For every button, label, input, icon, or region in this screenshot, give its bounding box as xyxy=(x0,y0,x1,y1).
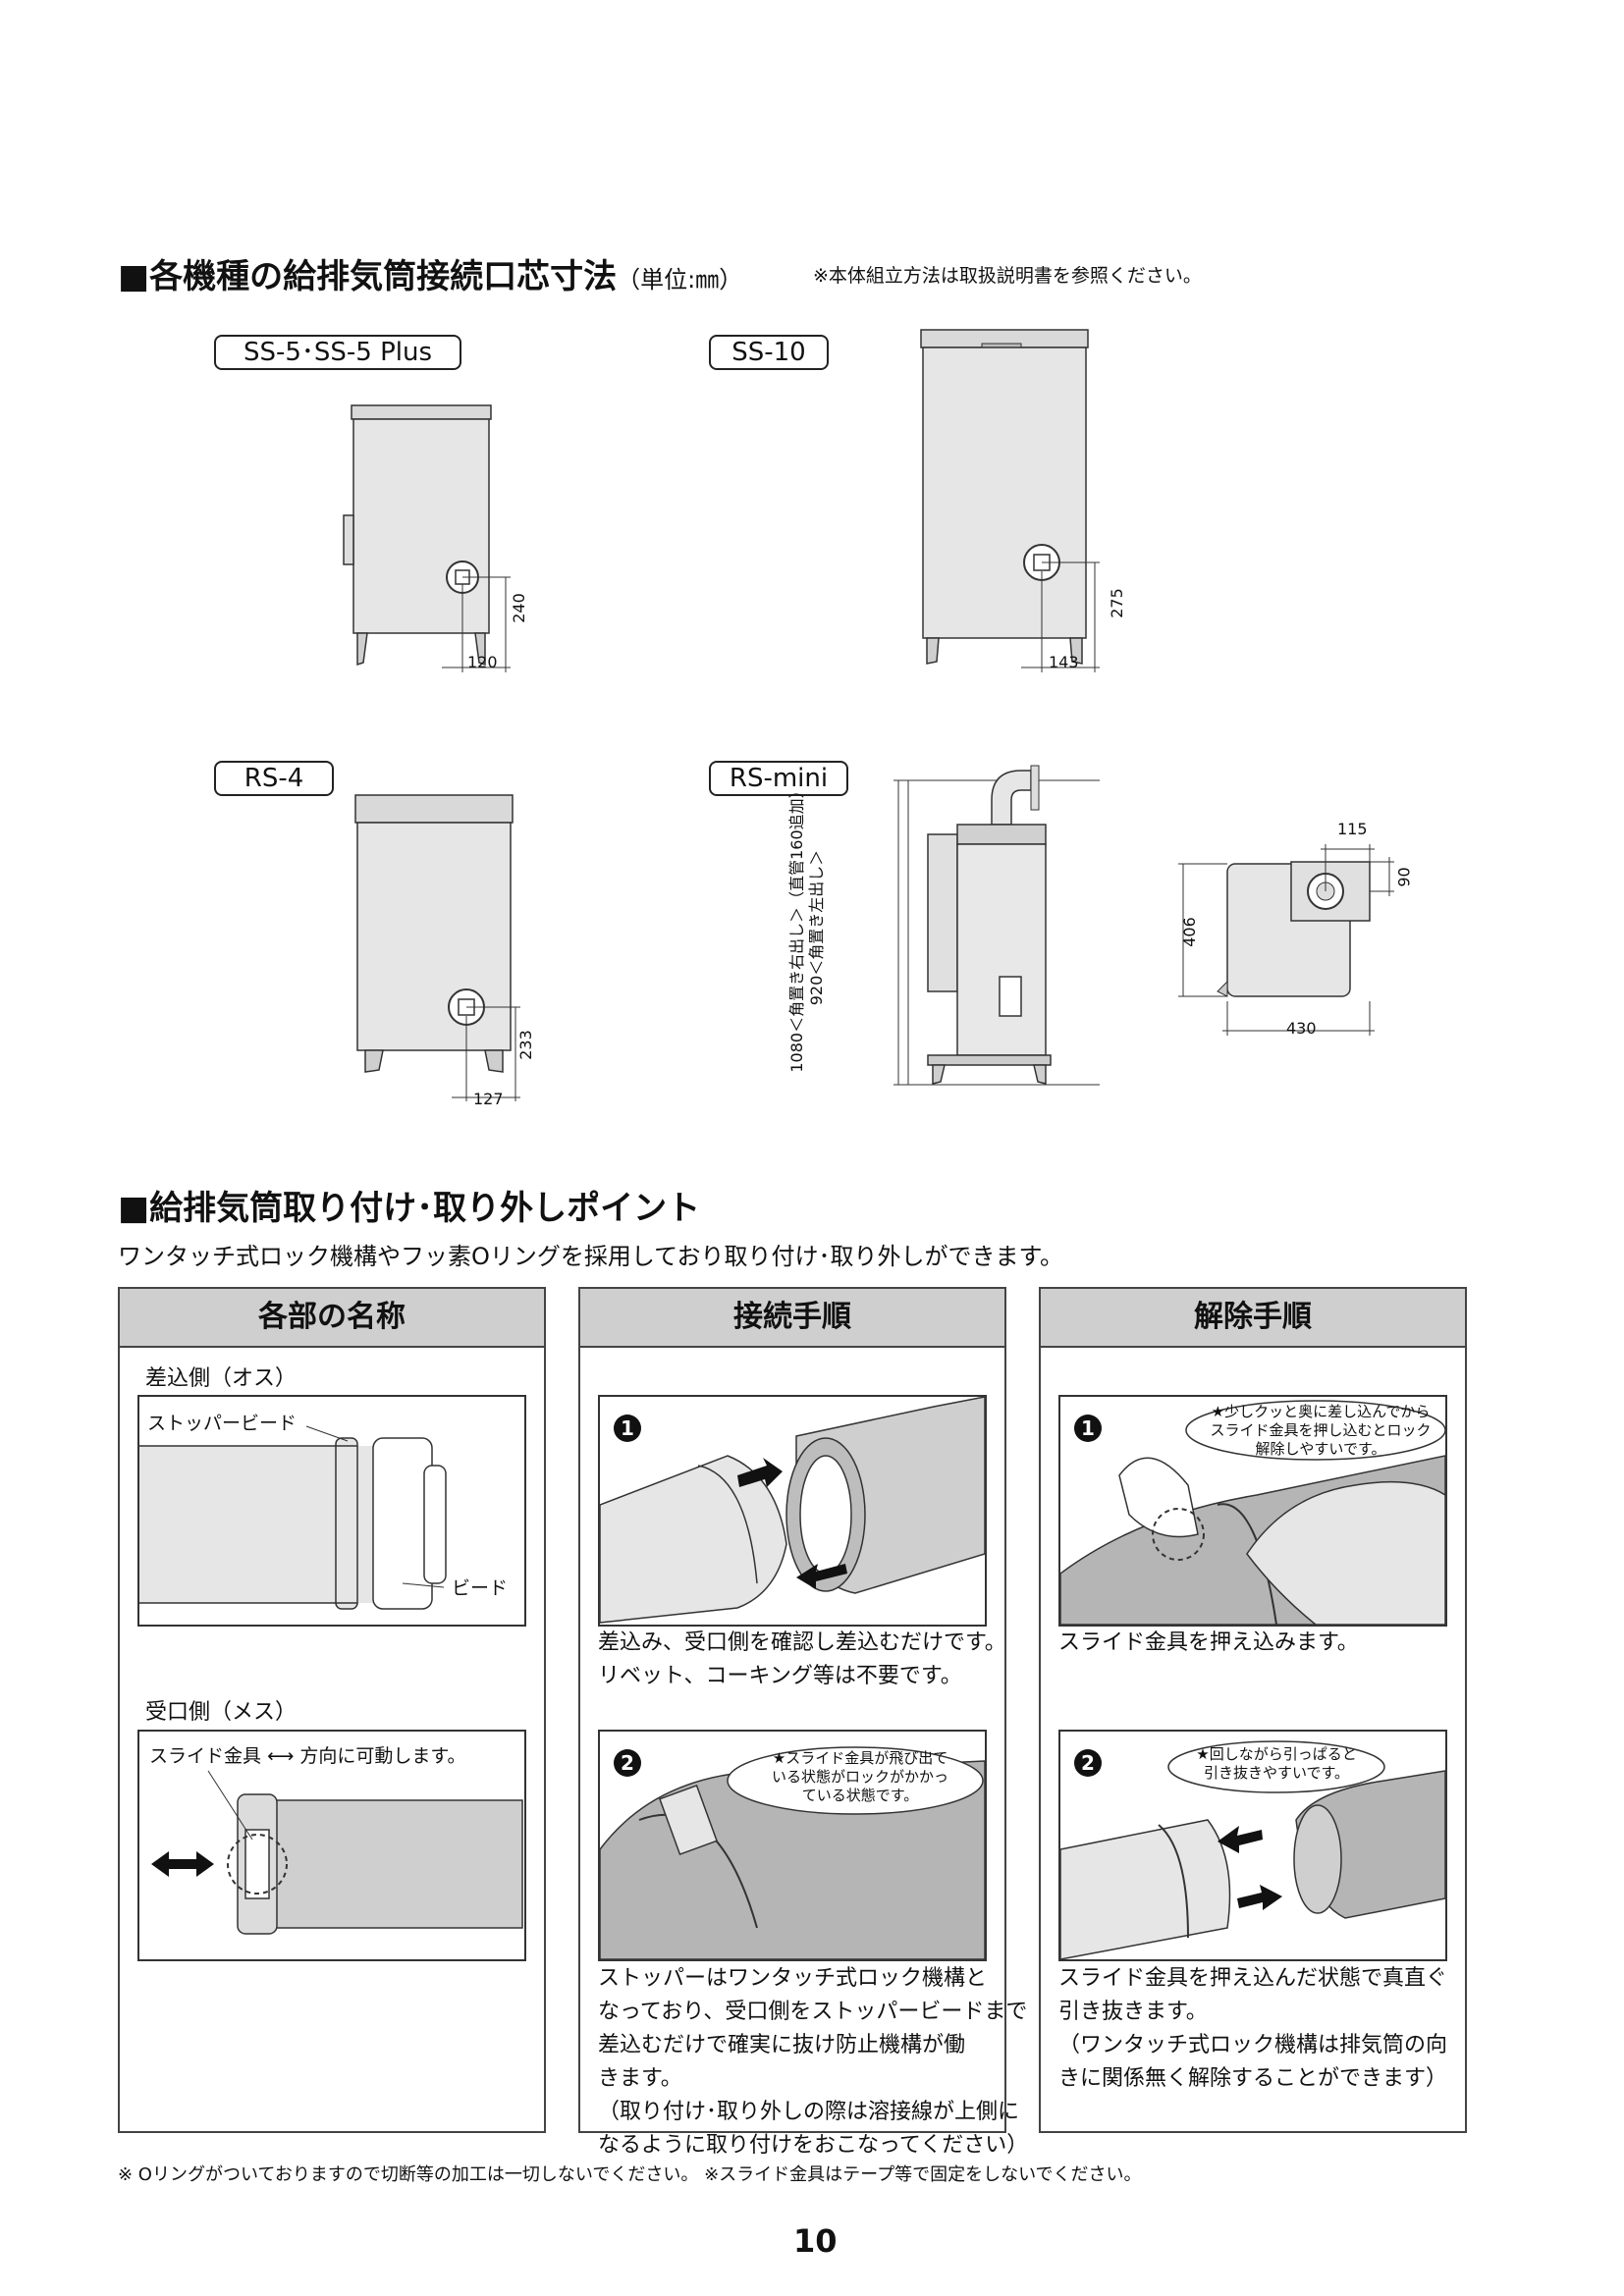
section2-intro: ワンタッチ式ロック機構やフッ素Oリングを採用しており取り付け･取り外しができます… xyxy=(118,1243,1064,1270)
connect-step2-illustration: 2 ★スライド金具が飛び出て いる状態がロックがかかっ ている状態です。 xyxy=(598,1730,987,1961)
section1-title: ■各機種の給排気筒接続口芯寸法（単位:㎜） xyxy=(118,257,743,296)
female-side-label: 受口側（メス） xyxy=(145,1700,298,1725)
connect-step1-illustration: 1 xyxy=(598,1395,987,1627)
panel-connect-header: 接続手順 xyxy=(580,1289,1004,1348)
panel-part-names-header: 各部の名称 xyxy=(120,1289,544,1348)
rsmini-dim-406: 406 xyxy=(1179,917,1199,947)
ss5-dim-height: 240 xyxy=(509,593,528,623)
release-step2-caption: スライド金具を押え込んだ状態で真直ぐ 引き抜きます。 （ワンタッチ式ロック機構は… xyxy=(1058,1966,1448,2091)
connect-step2-number: 2 xyxy=(614,1749,641,1777)
rs4-dim-height: 233 xyxy=(515,1030,535,1060)
panel-release-header: 解除手順 xyxy=(1041,1289,1465,1348)
connect-step2-caption: ストッパーはワンタッチ式ロック機構と なっており、受口側をストッパービードまで … xyxy=(598,1966,1029,2158)
slide-fitting-note: スライド金具 ⟷ 方向に可動します。 xyxy=(149,1745,466,1767)
section2-title: ■給排気筒取り付け･取り外しポイント xyxy=(118,1189,701,1228)
rsmini-side-drawing xyxy=(893,765,1100,1086)
rs4-drawing xyxy=(354,794,520,1101)
male-pipe-illustration: ストッパービード ビード xyxy=(137,1395,526,1627)
rsmini-dim-115: 115 xyxy=(1337,820,1368,838)
bead-label: ビード xyxy=(452,1577,509,1599)
rsmini-top-drawing xyxy=(1178,844,1394,1036)
rsmini-dim-90: 90 xyxy=(1394,867,1414,887)
male-side-label: 差込側（オス） xyxy=(145,1366,298,1391)
section1-note: ※本体組立方法は取扱説明書を参照ください。 xyxy=(813,265,1202,287)
female-pipe-illustration: スライド金具 ⟷ 方向に可動します。 xyxy=(137,1730,526,1961)
ss10-drawing xyxy=(920,329,1100,672)
ss10-dim-width: 143 xyxy=(1049,653,1079,671)
panel-connect: 接続手順 1 差込み、受口側を確認し差込むだけです。 リベット、コーキング等は不… xyxy=(578,1287,1028,2158)
model-label-rsmini: RS-mini xyxy=(709,761,848,796)
footnote: ※ Oリングがついておりますので切断等の加工は一切しないでください。 ※スライド… xyxy=(118,2164,1142,2185)
panel-release: 解除手順 1 ★少しクッと奥に差し込んでから スライド金具を押し込むとロック 解… xyxy=(1039,1287,1467,2133)
release-step1-number: 1 xyxy=(1074,1415,1102,1442)
model-label-ss10: SS-10 xyxy=(709,335,829,370)
release-step2-bubble: ★回しながら引っぱると 引き抜きやすいです。 xyxy=(1196,1745,1357,1782)
connect-step2-bubble: ★スライド金具が飛び出て いる状態がロックがかかっ ている状態です。 xyxy=(771,1749,948,1804)
release-step1-bubble: ★少しクッと奥に差し込んでから スライド金具を押し込むとロック 解除しやすいです… xyxy=(1210,1403,1432,1458)
double-arrow-icon: ⟷ xyxy=(267,1745,295,1767)
ss5-drawing xyxy=(343,404,511,672)
panel-part-names: 各部の名称 差込側（オス） ストッパービード ビード 受口側（メス） スライド金… xyxy=(118,1287,546,2133)
connect-step1-caption: 差込み、受口側を確認し差込むだけです。 リベット、コーキング等は不要です。 xyxy=(598,1630,1006,1688)
page-number: 10 xyxy=(793,2222,838,2260)
release-step2-number: 2 xyxy=(1074,1749,1102,1777)
connect-step1-number: 1 xyxy=(614,1415,641,1442)
release-step2-illustration: 2 ★回しながら引っぱると 引き抜きやすいです。 xyxy=(1058,1730,1447,1961)
model-label-rs4: RS-4 xyxy=(214,761,334,796)
ss10-dim-height: 275 xyxy=(1107,588,1126,618)
stopper-bead-label: ストッパービード xyxy=(147,1413,298,1434)
rsmini-height-notes: 1080＜角置き右出し＞（直管160追加） 920＜角置き左出し＞ xyxy=(787,782,826,1073)
release-step1-caption: スライド金具を押え込みます。 xyxy=(1058,1630,1359,1655)
release-step1-illustration: 1 ★少しクッと奥に差し込んでから スライド金具を押し込むとロック 解除しやすい… xyxy=(1058,1395,1447,1627)
rsmini-dim-430: 430 xyxy=(1286,1019,1317,1038)
rs4-dim-width: 127 xyxy=(473,1090,504,1108)
ss5-dim-width: 120 xyxy=(467,653,498,671)
model-label-ss5: SS-5･SS-5 Plus xyxy=(214,335,461,370)
